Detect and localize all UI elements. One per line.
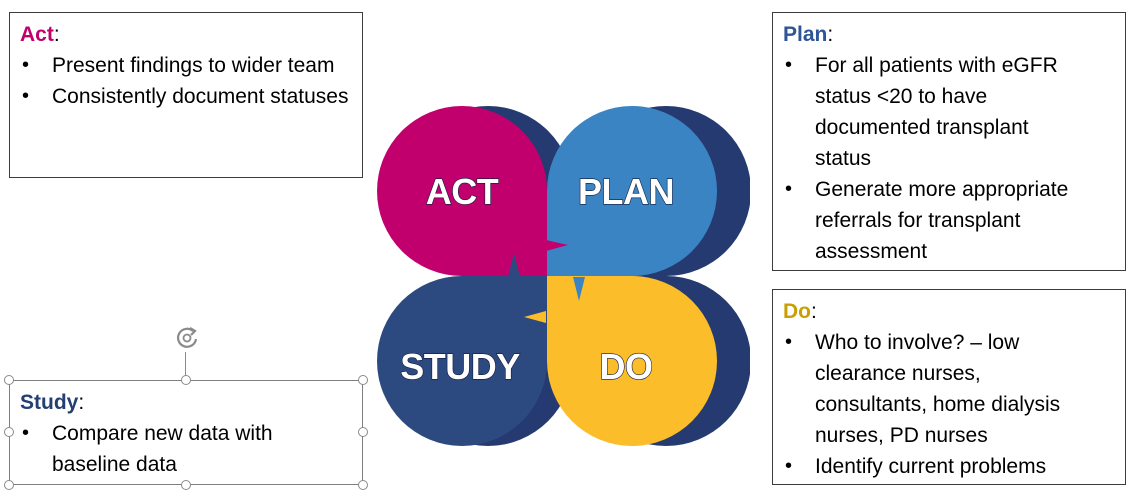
act-bullet: Consistently document statuses	[20, 81, 352, 112]
do-bullet: Identify current problems	[783, 451, 1115, 482]
resize-handle-bottom-left[interactable]	[4, 480, 14, 490]
do-heading: Do:	[783, 296, 1115, 327]
study-arrow-notch	[524, 311, 546, 323]
do-bullet: Who to involve? – low clearance nurses, …	[783, 327, 1115, 451]
study-label: STUDY	[400, 346, 520, 387]
plan-colon: :	[827, 23, 834, 46]
do-keyword: Do	[783, 300, 811, 323]
do-label: DO	[600, 346, 653, 387]
resize-handle-bottom-middle[interactable]	[181, 480, 191, 490]
plan-keyword: Plan	[783, 23, 828, 46]
act-text-box[interactable]: Act: Present findings to wider team Cons…	[9, 12, 363, 178]
act-colon: :	[53, 23, 60, 46]
act-label: ACT	[426, 171, 499, 212]
do-petal	[547, 276, 717, 446]
plan-text-box[interactable]: Plan: For all patients with eGFR status …	[772, 12, 1126, 271]
plan-arrow-notch	[546, 240, 568, 251]
do-arrow-notch	[573, 277, 585, 301]
do-text-box[interactable]: Do: Who to involve? – low clearance nurs…	[772, 289, 1126, 485]
study-bullet: Compare new data with baseline data	[20, 418, 352, 480]
resize-handle-middle-left[interactable]	[4, 427, 14, 437]
plan-label: PLAN	[578, 171, 674, 212]
act-bullet-list: Present findings to wider team Consisten…	[20, 50, 352, 112]
rotate-handle-stem	[185, 352, 186, 380]
plan-petal	[547, 106, 717, 276]
act-keyword: Act	[20, 23, 54, 46]
act-arrow-notch	[508, 253, 520, 277]
plan-bullet-list: For all patients with eGFR status <20 to…	[783, 50, 1115, 267]
study-keyword: Study	[20, 391, 79, 414]
study-petal	[377, 276, 547, 446]
plan-bullet: For all patients with eGFR status <20 to…	[783, 50, 1115, 174]
resize-handle-top-right[interactable]	[358, 375, 368, 385]
act-petal	[377, 106, 547, 276]
act-bullet: Present findings to wider team	[20, 50, 352, 81]
resize-handle-top-left[interactable]	[4, 375, 14, 385]
study-heading: Study:	[20, 387, 352, 418]
plan-bullet: Generate more appropriate referrals for …	[783, 174, 1115, 267]
act-heading: Act:	[20, 19, 352, 50]
study-text-box[interactable]: Study: Compare new data with baseline da…	[9, 380, 363, 485]
study-bullet-list: Compare new data with baseline data	[20, 418, 352, 480]
do-colon: :	[811, 300, 817, 323]
do-bullet-list: Who to involve? – low clearance nurses, …	[783, 327, 1115, 482]
resize-handle-bottom-right[interactable]	[358, 480, 368, 490]
resize-handle-middle-right[interactable]	[358, 427, 368, 437]
study-colon: :	[78, 391, 85, 414]
pdsa-cycle-diagram: ACT PLAN STUDY DO	[377, 106, 750, 446]
rotate-icon[interactable]	[171, 322, 203, 354]
plan-heading: Plan:	[783, 19, 1115, 50]
resize-handle-top-middle[interactable]	[181, 375, 191, 385]
